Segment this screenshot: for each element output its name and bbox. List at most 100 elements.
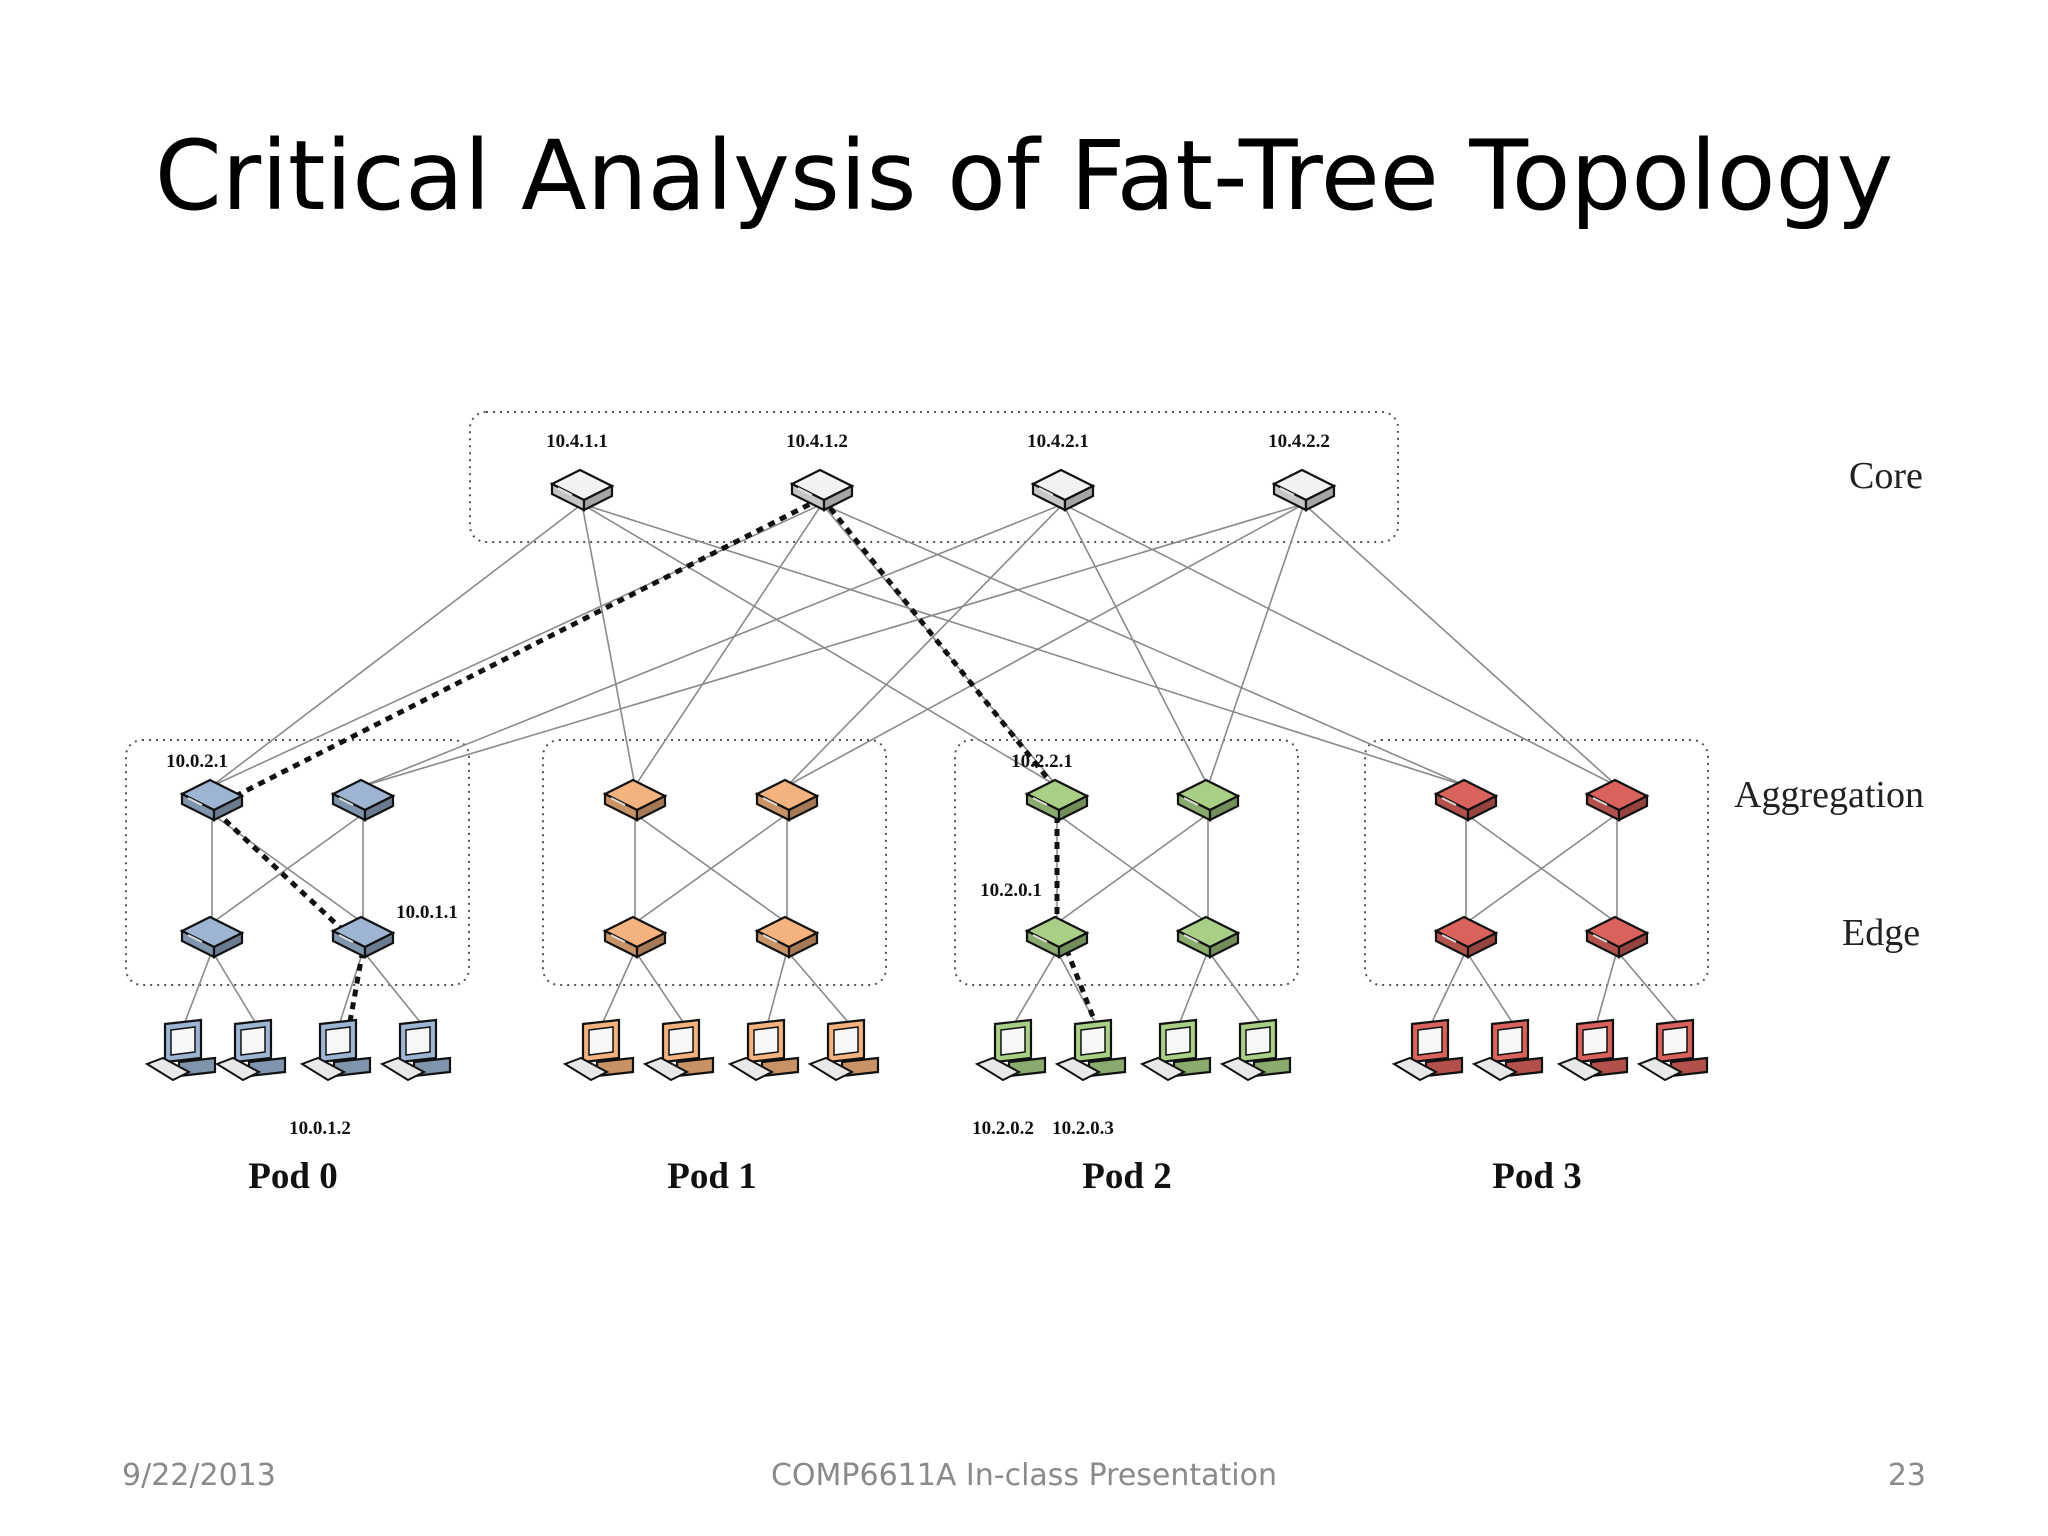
computer-icon	[1054, 1018, 1127, 1082]
edge-host-link	[1431, 950, 1467, 1023]
pod-label: Pod 2	[1082, 1156, 1171, 1197]
core-switch-ip: 10.4.2.1	[1027, 431, 1089, 452]
core-agg-link	[211, 503, 583, 787]
computer-icon	[807, 1018, 880, 1082]
aggregation-switch-ip: 10.0.2.1	[166, 751, 228, 772]
switch-icon	[602, 778, 668, 822]
computer-icon	[642, 1018, 715, 1082]
agg-edge-link	[211, 813, 364, 924]
edge-host-link	[1056, 950, 1096, 1023]
switch-icon	[1433, 778, 1499, 822]
agg-edge-link	[1465, 813, 1618, 924]
layer-label-aggregation: Aggregation	[1734, 774, 1924, 816]
switch-icon	[602, 915, 668, 959]
computer-icon	[974, 1018, 1047, 1082]
edge-host-link	[184, 950, 213, 1023]
switch-icon	[179, 778, 245, 822]
core-agg-link	[211, 503, 823, 787]
switch-icon	[179, 915, 245, 959]
host-ip: 10.0.1.2	[289, 1118, 351, 1139]
footer-course: COMP6611A In-class Presentation	[770, 1458, 1278, 1493]
edge-host-link	[1207, 950, 1261, 1023]
switch-icon	[789, 468, 855, 512]
computer-icon	[562, 1018, 635, 1082]
edge-host-link	[634, 950, 684, 1023]
core-agg-link	[1207, 503, 1305, 787]
switch-icon	[1584, 915, 1650, 959]
host-ip: 10.2.0.3	[1052, 1118, 1114, 1139]
switch-icon	[1175, 915, 1241, 959]
switch-icon	[754, 778, 820, 822]
core-agg-link	[1303, 503, 1618, 787]
edge-host-link	[1616, 950, 1678, 1023]
core-agg-link	[634, 503, 823, 787]
computer-icon	[1139, 1018, 1212, 1082]
switch-icon	[330, 778, 396, 822]
highlighted-path-segment	[820, 496, 1059, 792]
computer-icon	[727, 1018, 800, 1082]
layer-label-edge: Edge	[1842, 912, 1920, 954]
edge-switch-ip: 10.2.0.1	[980, 880, 1042, 901]
core-agg-link	[581, 503, 1058, 787]
footer-page-number: 23	[1887, 1458, 1926, 1493]
footer-date: 9/22/2013	[122, 1458, 276, 1493]
computer-icon	[1471, 1018, 1544, 1082]
switch-icon	[1175, 778, 1241, 822]
core-switch-ip: 10.4.1.1	[546, 431, 608, 452]
core-agg-link	[786, 503, 1305, 787]
edge-host-link	[602, 950, 636, 1023]
pod-group-box	[1364, 739, 1709, 986]
switch-icon	[1024, 778, 1090, 822]
computer-icon	[1636, 1018, 1709, 1082]
edge-host-link	[1014, 950, 1058, 1023]
highlighted-path-segment	[210, 495, 824, 811]
switch-icon	[1584, 778, 1650, 822]
pod-group-box	[954, 739, 1299, 986]
switch-icon	[1030, 468, 1096, 512]
agg-edge-link	[634, 813, 788, 924]
pod-label: Pod 0	[248, 1156, 337, 1197]
computer-icon	[214, 1018, 287, 1082]
host-ip: 10.2.0.2	[972, 1118, 1034, 1139]
computer-icon	[144, 1018, 217, 1082]
switch-icon	[1024, 915, 1090, 959]
computer-icon	[379, 1018, 452, 1082]
core-group-box	[469, 411, 1399, 543]
slide-title: Critical Analysis of Fat-Tree Topology	[154, 120, 1894, 232]
core-switch-ip: 10.4.1.2	[786, 431, 848, 452]
edge-host-link	[339, 950, 364, 1023]
agg-edge-link	[1056, 813, 1209, 924]
core-agg-link	[1062, 503, 1209, 787]
switch-icon	[549, 468, 615, 512]
core-agg-link	[581, 503, 1467, 787]
pod-group-box	[542, 739, 887, 986]
edge-host-link	[362, 950, 421, 1023]
computer-icon	[1556, 1018, 1629, 1082]
core-agg-link	[821, 503, 1467, 787]
core-agg-link	[1062, 503, 1618, 787]
edge-host-link	[767, 950, 788, 1023]
computer-icon	[299, 1018, 372, 1082]
edge-host-link	[211, 950, 256, 1023]
pod-label: Pod 1	[667, 1156, 756, 1197]
pod-group-box	[125, 739, 470, 986]
edge-switch-ip: 10.0.1.1	[396, 902, 458, 923]
edge-host-link	[1465, 950, 1513, 1023]
pod-label: Pod 3	[1492, 1156, 1581, 1197]
layer-label-core: Core	[1849, 455, 1923, 497]
edge-host-link	[786, 950, 849, 1023]
core-agg-link	[786, 503, 1064, 787]
core-switch-ip: 10.4.2.2	[1268, 431, 1330, 452]
highlighted-path-segment	[210, 806, 365, 951]
core-agg-link	[581, 503, 636, 787]
core-agg-link	[362, 503, 1305, 787]
switch-icon	[330, 915, 396, 959]
computer-icon	[1391, 1018, 1464, 1082]
edge-host-link	[1179, 950, 1209, 1023]
computer-icon	[1219, 1018, 1292, 1082]
aggregation-switch-ip: 10.2.2.1	[1011, 751, 1073, 772]
switch-icon	[1433, 915, 1499, 959]
switch-icon	[754, 915, 820, 959]
core-agg-link	[362, 503, 1064, 787]
